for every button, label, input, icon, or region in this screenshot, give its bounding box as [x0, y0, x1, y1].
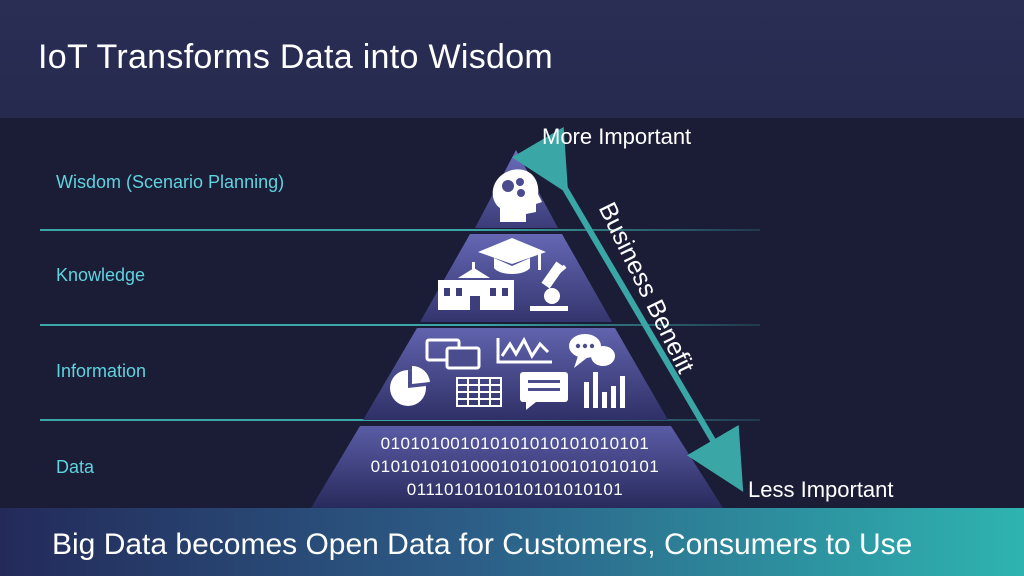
more-important-label: More Important: [542, 124, 692, 149]
business-benefit-arrow: [511, 126, 744, 492]
divider-2: [40, 324, 760, 326]
school-building-icon: [438, 262, 514, 310]
level-label-information: Information: [56, 361, 147, 381]
binary-line-3: 0111010101010101010101: [406, 480, 624, 499]
level-label-data: Data: [56, 457, 95, 477]
footer-banner: Big Data becomes Open Data for Customers…: [0, 508, 1024, 576]
chat-bubbles-icon: [425, 338, 481, 370]
page-title: IoT Transforms Data into Wisdom: [38, 38, 554, 76]
level-label-wisdom: Wisdom (Scenario Planning): [56, 172, 285, 192]
divider-1: [40, 229, 760, 231]
footer-text: Big Data becomes Open Data for Customers…: [52, 528, 913, 561]
header-bar: IoT Transforms Data into Wisdom: [0, 0, 1024, 118]
less-important-label: Less Important: [748, 477, 894, 502]
binary-line-2: 01010101010001010100101010101: [370, 457, 660, 476]
binary-line-1: 010101001010101010101010101: [380, 434, 650, 453]
level-label-knowledge: Knowledge: [56, 265, 146, 285]
pie-chart-icon: [390, 365, 430, 406]
binary-text: 010101001010101010101010101 010101010100…: [340, 432, 690, 501]
table-grid-icon: [456, 377, 502, 407]
